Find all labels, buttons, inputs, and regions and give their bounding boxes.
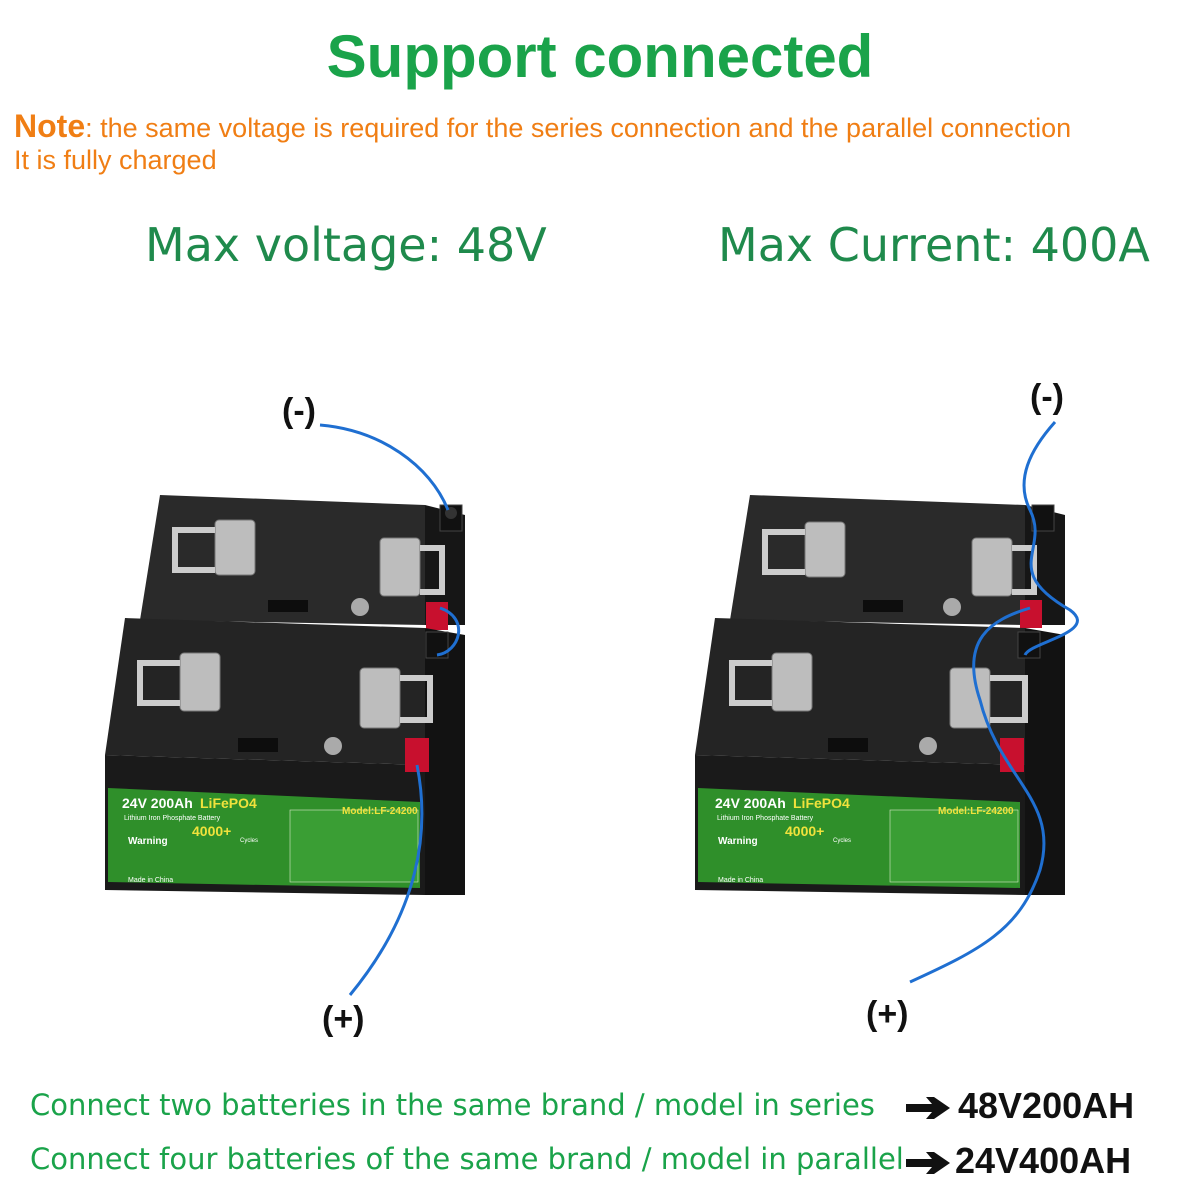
- handle-icon: [379, 537, 445, 597]
- handle-icon: [762, 521, 846, 578]
- label-rating: 24V 200Ah: [122, 795, 193, 811]
- label-rating: 24V 200Ah: [715, 795, 786, 811]
- negative-terminal-icon: [425, 631, 449, 659]
- label-made-in: Made in China: [718, 877, 763, 884]
- handle-icon: [359, 667, 433, 729]
- series-result: 48V200AH: [958, 1085, 1135, 1126]
- negative-label: (-): [282, 392, 316, 430]
- positive-terminal-icon: [426, 602, 448, 630]
- arrow-right-icon: [906, 1097, 950, 1119]
- note-line-2: It is fully charged: [14, 145, 217, 175]
- handle-icon: [137, 652, 221, 712]
- handle-icon: [949, 667, 1028, 729]
- battery-lower-left: 24V 200Ah LiFePO4 Model:LF-24200 Lithium…: [105, 618, 465, 895]
- label-cycles-unit: Cycles: [240, 838, 258, 844]
- vent-cap: [919, 737, 937, 755]
- series-description: Connect two batteries in the same brand …: [30, 1088, 875, 1122]
- arrow-right-icon: [906, 1152, 950, 1174]
- battery-upper-left: [140, 495, 465, 630]
- display-screen: [268, 600, 308, 612]
- positive-cable: [348, 764, 424, 996]
- note-block: Note: the same voltage is required for t…: [14, 110, 1200, 176]
- spec-table: [889, 809, 1019, 883]
- label-cycles: 4000+: [192, 823, 231, 839]
- positive-label: (+): [322, 1000, 365, 1038]
- page-title: Support connected: [326, 23, 874, 90]
- label-subtitle: Lithium Iron Phosphate Battery: [717, 815, 814, 822]
- vent-cap: [324, 737, 342, 755]
- label-warning: Warning: [128, 836, 168, 847]
- parallel-connection-illustration: 24V 200Ah LiFePO4 Model:LF-24200 Lithium…: [695, 378, 1079, 1033]
- parallel-description: Connect four batteries of the same brand…: [30, 1142, 904, 1176]
- vent-cap: [943, 598, 961, 616]
- label-subtitle: Lithium Iron Phosphate Battery: [124, 815, 221, 822]
- negative-label: (-): [1030, 378, 1064, 416]
- handle-icon: [971, 537, 1037, 597]
- positive-label: (+): [866, 995, 909, 1033]
- negative-cable: [319, 423, 450, 511]
- label-model: Model:LF-24200: [342, 806, 418, 817]
- battery-upper-right: [730, 495, 1065, 628]
- handle-icon: [172, 519, 256, 576]
- label-cycles: 4000+: [785, 823, 824, 839]
- display-screen: [863, 600, 903, 612]
- heading-max-voltage: Max voltage: 48V: [145, 218, 547, 272]
- label-made-in: Made in China: [128, 877, 173, 884]
- label-model: Model:LF-24200: [938, 806, 1014, 817]
- heading-max-current: Max Current: 400A: [718, 218, 1150, 272]
- label-chemistry: LiFePO4: [200, 795, 257, 811]
- display-screen: [238, 738, 278, 752]
- negative-cable: [1022, 421, 1079, 656]
- positive-terminal-icon: [1020, 600, 1042, 628]
- spec-table: [289, 809, 419, 883]
- vent-cap: [351, 598, 369, 616]
- jumper-cable: [436, 606, 461, 657]
- series-connection-illustration: 24V 200Ah LiFePO4 Model:LF-24200 Lithium…: [105, 392, 465, 1038]
- note-label: Note: [14, 108, 86, 144]
- label-warning: Warning: [718, 836, 758, 847]
- note-line-1: : the same voltage is required for the s…: [85, 113, 1072, 143]
- battery-lower-right: 24V 200Ah LiFePO4 Model:LF-24200 Lithium…: [695, 618, 1065, 895]
- positive-cable: [909, 606, 1046, 984]
- display-screen: [828, 738, 868, 752]
- label-cycles-unit: Cycles: [833, 838, 851, 844]
- parallel-result: 24V400AH: [955, 1140, 1132, 1181]
- negative-terminal-icon: [439, 504, 463, 532]
- label-chemistry: LiFePO4: [793, 795, 850, 811]
- handle-icon: [729, 652, 813, 712]
